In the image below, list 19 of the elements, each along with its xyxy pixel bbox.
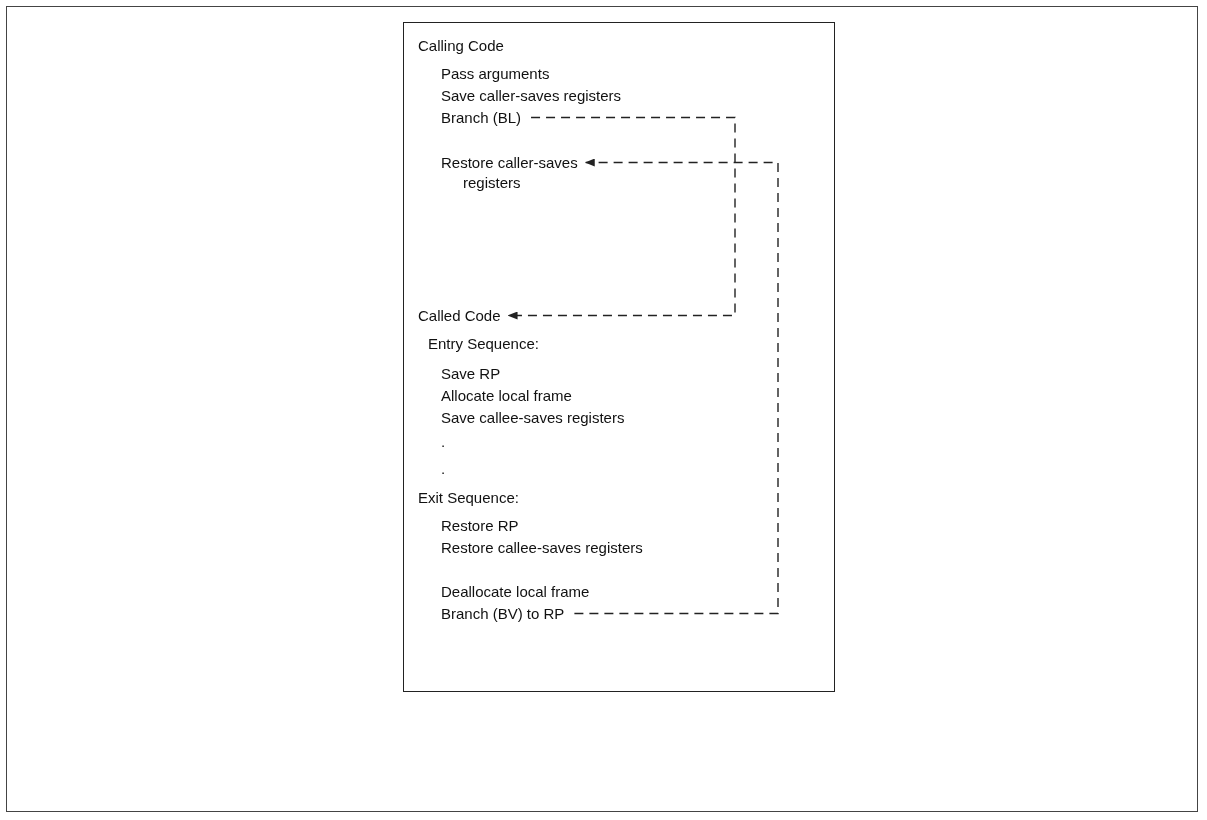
ellipsis-dot: . xyxy=(441,432,446,452)
instruction-text: Pass arguments xyxy=(441,64,550,84)
dashed-arrow xyxy=(573,158,779,615)
instruction-text: Restore RP xyxy=(441,516,519,536)
instruction-text: Deallocate local frame xyxy=(441,582,590,602)
instruction-text: Save caller-saves registers xyxy=(441,86,622,106)
instruction-text: Save callee-saves registers xyxy=(441,408,625,428)
subsection-heading: Entry Sequence: xyxy=(428,334,539,354)
subsection-heading: Exit Sequence: xyxy=(418,488,519,508)
instruction-text: Branch (BL) xyxy=(441,108,522,128)
instruction-text: Branch (BV) to RP xyxy=(441,604,565,624)
section-heading: Called Code xyxy=(418,306,501,326)
instruction-text: Restore caller-saves registers xyxy=(441,153,623,193)
instruction-text: Save RP xyxy=(441,364,501,384)
section-heading: Calling Code xyxy=(418,36,504,56)
ellipsis-dot: . xyxy=(441,459,446,479)
instruction-text: Restore callee-saves registers xyxy=(441,538,644,558)
instruction-text: Allocate local frame xyxy=(441,386,572,406)
dashed-arrow xyxy=(507,116,736,320)
